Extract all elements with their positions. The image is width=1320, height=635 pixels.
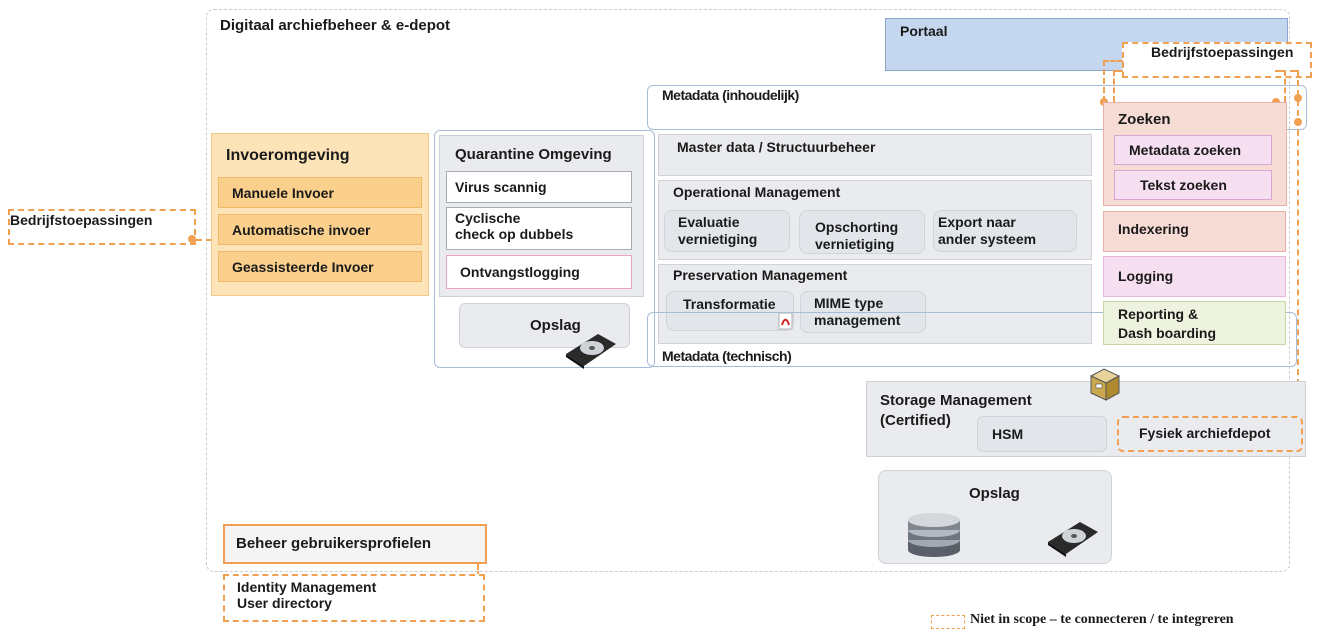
export-ander-systeem: Export naar ander systeem xyxy=(933,210,1077,252)
legend-label: Niet in scope – te connecteren / te inte… xyxy=(970,612,1234,627)
opschorting-vernietiging: Opschorting vernietiging xyxy=(799,210,925,254)
master-data-box: Master data / Structuurbeheer xyxy=(658,134,1092,176)
logging-box: Logging xyxy=(1103,256,1286,297)
invoeromgeving-box: Invoeromgeving Manuele Invoer Automatisc… xyxy=(211,133,429,296)
geassisteerde-invoer: Geassisteerde Invoer xyxy=(218,251,422,282)
metadata-technisch-box xyxy=(647,312,1297,367)
metadata-zoeken: Metadata zoeken xyxy=(1114,135,1272,165)
pdf-icon xyxy=(778,312,793,330)
fysiek-archiefdepot-label: Fysiek archiefdepot xyxy=(1139,425,1271,441)
ontvangstlogging-label: Ontvangstlogging xyxy=(460,264,580,280)
preservation-title: Preservation Management xyxy=(673,267,848,283)
tekst-zoeken: Tekst zoeken xyxy=(1114,170,1272,200)
connector-dot xyxy=(188,235,196,243)
metadata-inhoudelijk-label: Metadata (inhoudelijk) xyxy=(662,87,799,103)
connector xyxy=(196,239,222,241)
storage-management-box: Storage Management (Certified) HSM Fysie… xyxy=(866,381,1306,457)
connector xyxy=(1103,60,1105,102)
connector xyxy=(1113,70,1115,102)
reporting-box: Reporting & Dash boarding xyxy=(1103,301,1286,345)
hard-disk-icon xyxy=(1048,522,1098,557)
zoeken-title: Zoeken xyxy=(1118,111,1171,128)
export-ander-systeem-label: Export naar ander systeem xyxy=(938,214,1037,247)
archive-container xyxy=(206,9,1290,572)
metadata-inhoudelijk-box xyxy=(647,85,1307,130)
beheer-gebruikersprofielen-box: Beheer gebruikersprofielen xyxy=(223,524,487,564)
archive-box-icon xyxy=(1089,368,1121,401)
identity-management-box: Identity Management User directory xyxy=(223,574,485,622)
automatische-invoer: Automatische invoer xyxy=(218,214,422,245)
cyclische-check: Cyclische check op dubbels xyxy=(446,207,632,250)
bedrijfstoepassingen-left-box: Bedrijfstoepassingen xyxy=(8,209,196,245)
connector xyxy=(1275,70,1285,72)
hsm-box: HSM xyxy=(977,416,1107,452)
transformatie-label: Transformatie xyxy=(683,296,776,312)
geassisteerde-invoer-label: Geassisteerde Invoer xyxy=(232,259,374,275)
mime-type-management: MIME type management xyxy=(800,291,926,333)
quarantine-title: Quarantine Omgeving xyxy=(455,146,612,163)
master-data-label: Master data / Structuurbeheer xyxy=(677,139,876,155)
opschorting-vernietiging-label: Opschorting vernietiging xyxy=(815,219,899,252)
database-icon xyxy=(908,513,960,557)
bedrijfstoepassingen-left-label: Bedrijfstoepassingen xyxy=(10,212,153,228)
mime-type-management-label: MIME type management xyxy=(814,295,901,328)
portaal-label: Portaal xyxy=(900,23,948,39)
opslag-bottom-label: Opslag xyxy=(969,485,1020,502)
quarantine-outline xyxy=(434,130,655,368)
evaluatie-vernietiging-label: Evaluatie vernietiging xyxy=(678,214,758,247)
hsm-label: HSM xyxy=(992,426,1024,442)
connector-dot xyxy=(1294,118,1302,126)
logging-label: Logging xyxy=(1118,268,1174,284)
evaluatie-vernietiging: Evaluatie vernietiging xyxy=(664,210,790,252)
preservation-box: Preservation Management Transformatie MI… xyxy=(658,264,1092,344)
zoeken-box: Zoeken Metadata zoeken Tekst zoeken xyxy=(1103,102,1287,206)
storage-title: Storage Management (Certified) xyxy=(880,392,1032,429)
connector xyxy=(1290,70,1299,72)
reporting-label: Reporting & Dash boarding xyxy=(1118,306,1217,341)
quarantine-opslag-label: Opslag xyxy=(530,317,581,334)
hard-disk-icon xyxy=(566,334,616,369)
identity-management-label: Identity Management User directory xyxy=(237,579,377,611)
archive-title: Digitaal archiefbeheer & e-depot xyxy=(220,17,451,34)
connector xyxy=(1103,60,1123,62)
beheer-gebruikersprofielen-label: Beheer gebruikersprofielen xyxy=(236,535,432,552)
manuele-invoer: Manuele Invoer xyxy=(218,177,422,208)
metadata-zoeken-label: Metadata zoeken xyxy=(1129,142,1242,158)
connector xyxy=(1297,70,1299,425)
cyclische-check-label: Cyclische check op dubbels xyxy=(455,210,574,242)
indexering-label: Indexering xyxy=(1118,221,1189,237)
virus-scan-label: Virus scannig xyxy=(455,179,547,195)
automatische-invoer-label: Automatische invoer xyxy=(232,222,371,238)
bedrijfstoepassingen-right-box: Bedrijfstoepassingen xyxy=(1122,42,1312,78)
transformatie: Transformatie xyxy=(666,291,794,331)
connector-dot xyxy=(1294,94,1302,102)
virus-scan: Virus scannig xyxy=(446,171,632,203)
tekst-zoeken-label: Tekst zoeken xyxy=(1140,177,1227,193)
legend-swatch xyxy=(931,615,965,629)
quarantine-box: Quarantine Omgeving Virus scannig Cyclis… xyxy=(439,135,644,297)
metadata-technisch-label: Metadata (technisch) xyxy=(662,348,792,364)
ontvangstlogging: Ontvangstlogging xyxy=(446,255,632,289)
connector xyxy=(1284,70,1286,102)
indexering-box: Indexering xyxy=(1103,211,1286,252)
fysiek-archiefdepot-box: Fysiek archiefdepot xyxy=(1117,416,1303,452)
connector xyxy=(1113,70,1123,72)
invoeromgeving-title: Invoeromgeving xyxy=(226,147,350,164)
operational-title: Operational Management xyxy=(673,184,841,200)
manuele-invoer-label: Manuele Invoer xyxy=(232,185,334,201)
bedrijfstoepassingen-right-label: Bedrijfstoepassingen xyxy=(1151,44,1294,60)
operational-box: Operational Management Evaluatie verniet… xyxy=(658,180,1092,260)
